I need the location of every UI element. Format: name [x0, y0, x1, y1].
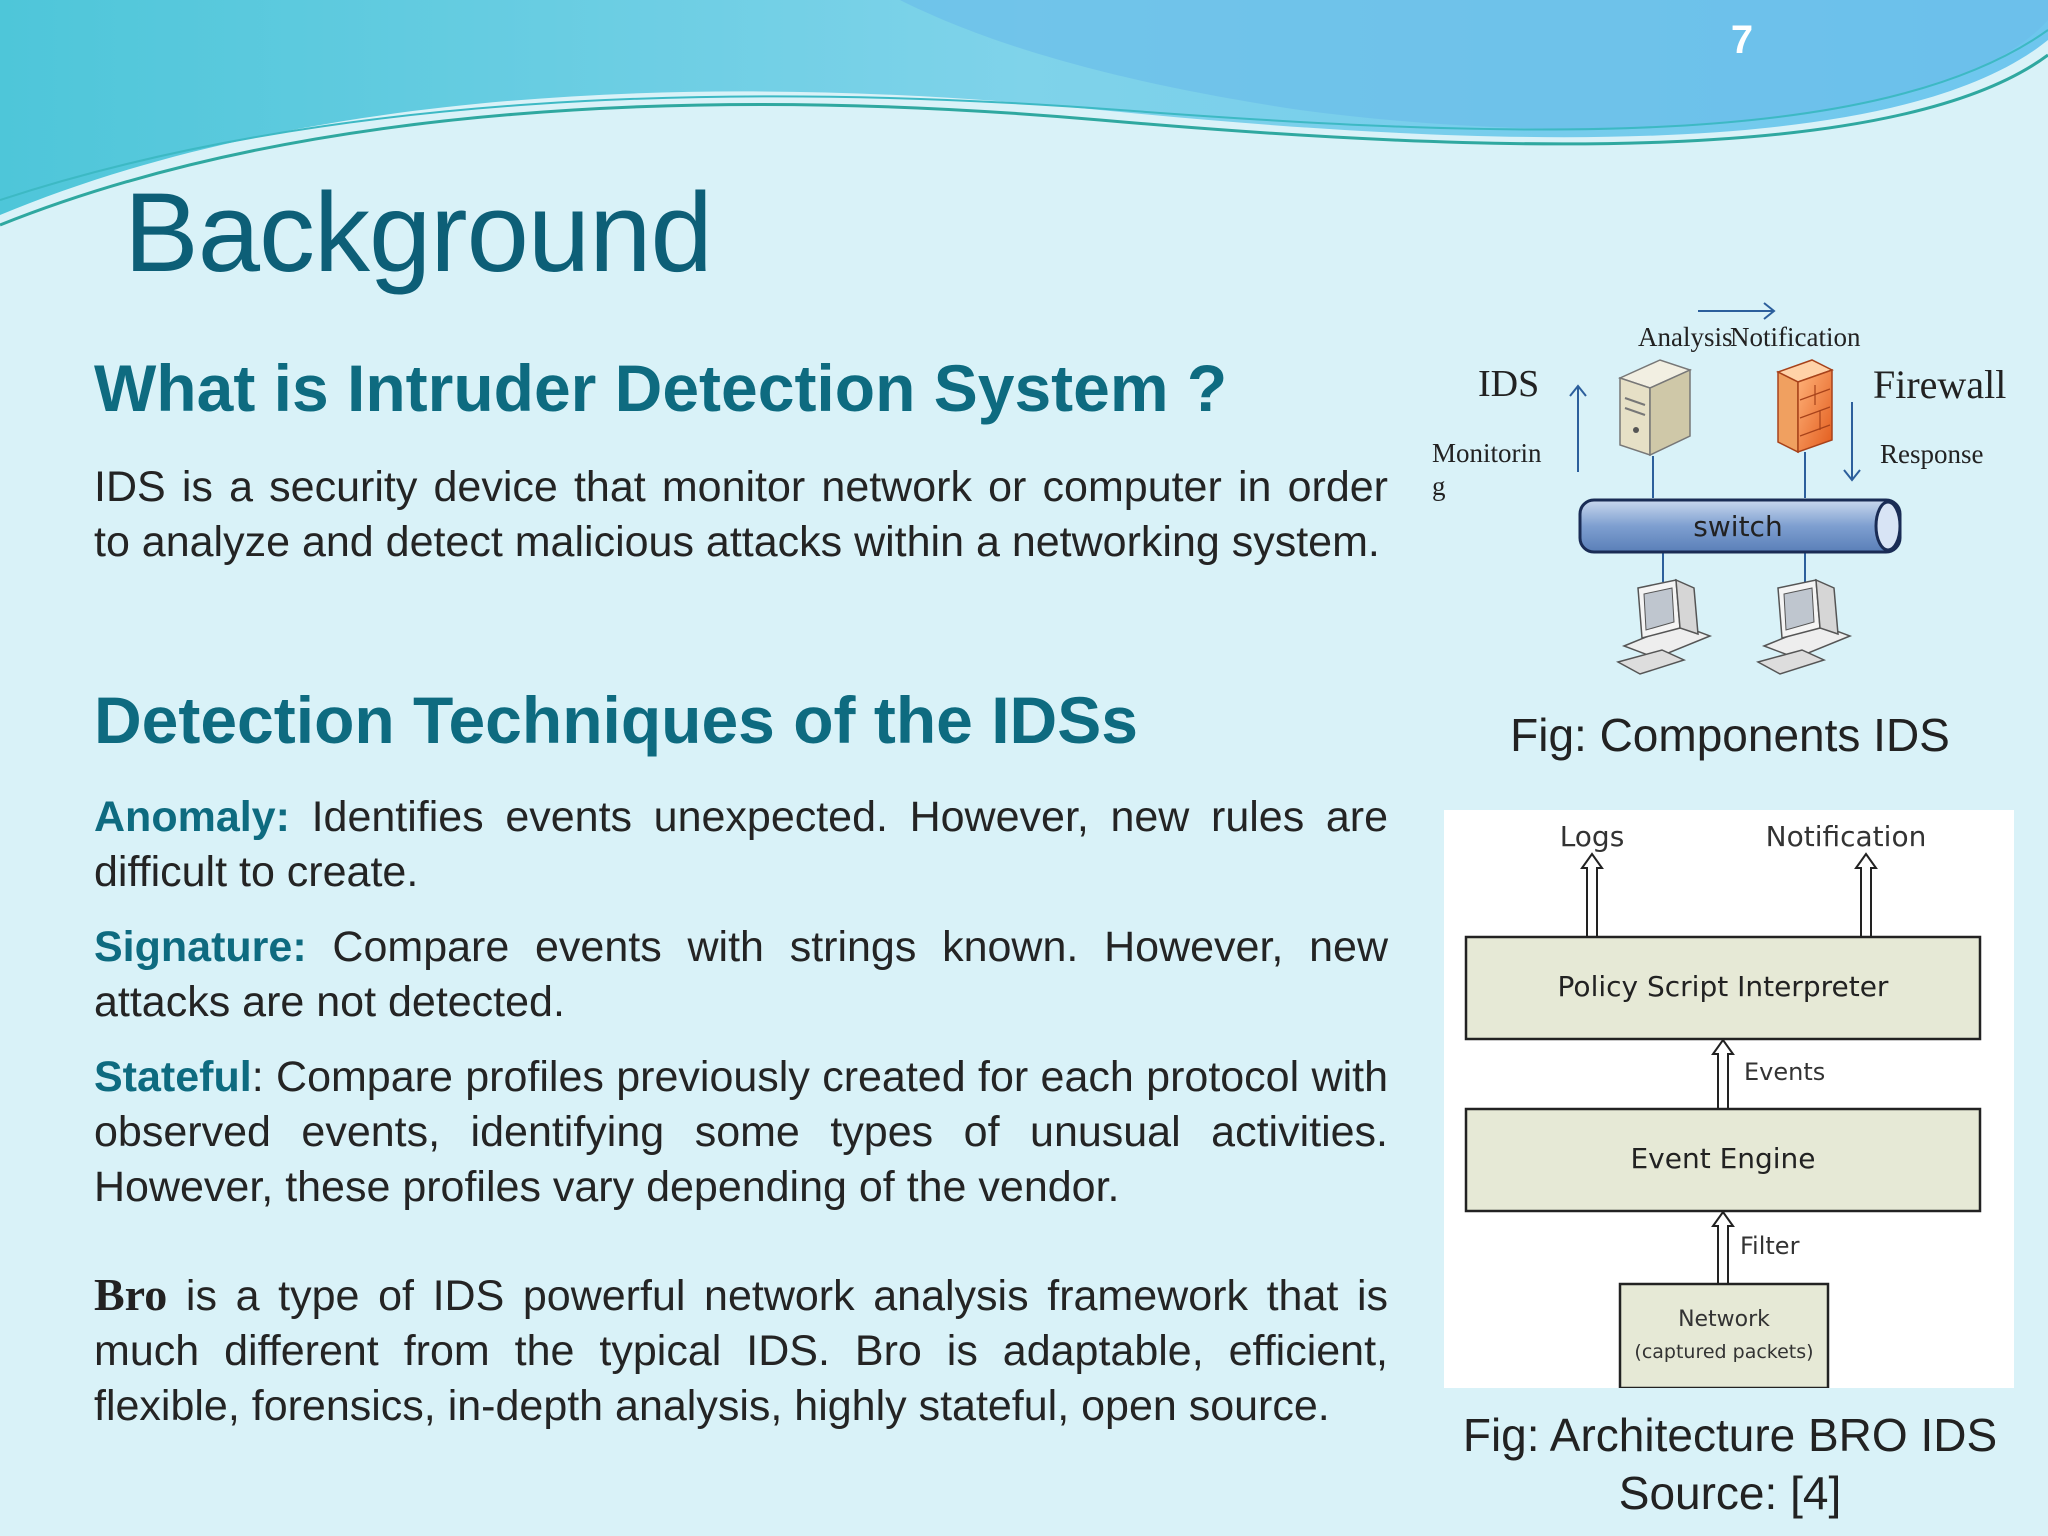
bro-architecture-diagram: Logs Notification Policy Script Interpre… [1444, 810, 2014, 1388]
label-response: Response [1880, 439, 1984, 469]
arrow-up-icon [1569, 384, 1587, 472]
bro-text: is a type of IDS powerful network analys… [94, 1272, 1388, 1430]
label-firewall: Firewall [1873, 362, 2006, 407]
arrow-up-icon [1854, 852, 1878, 938]
computer-icon [1756, 578, 1853, 675]
term-separator: : [251, 1053, 264, 1101]
arrow-down-icon [1843, 402, 1861, 482]
label-event-engine: Event Engine [1630, 1142, 1815, 1175]
ids-definition-text: IDS is a security device that monitor ne… [94, 463, 1388, 566]
term-bro: Bro [94, 1269, 168, 1320]
term-stateful: Stateful [94, 1053, 252, 1101]
signature-description: Compare events with strings known. Howev… [94, 923, 1388, 1026]
term-separator: : [275, 793, 290, 841]
firewall-icon [1776, 359, 1834, 454]
term-signature: Signature [94, 923, 293, 971]
fig1-caption: Fig: Components IDS [1510, 709, 1950, 761]
section-heading-techniques: Detection Techniques of the IDSs [94, 683, 1138, 757]
term-separator: : [292, 923, 307, 971]
bro-description: Bro is a type of IDS powerful network an… [94, 1267, 1388, 1434]
arrow-right-icon [1698, 302, 1776, 320]
stateful-description: Compare profiles previously created for … [94, 1053, 1388, 1211]
server-icon [1617, 359, 1693, 457]
arrow-up-icon [1580, 852, 1604, 938]
header-wave-decoration [0, 0, 2048, 227]
arrow-up-icon [1711, 1210, 1735, 1285]
fig2-caption: Fig: Architecture BRO IDS [1462, 1409, 1998, 1461]
label-events: Events [1744, 1058, 1825, 1086]
label-ids: IDS [1478, 363, 1539, 405]
technique-anomaly: Anomaly: Identifies events unexpected. H… [94, 790, 1388, 900]
arrow-up-icon [1711, 1038, 1735, 1110]
anomaly-description: Identifies events unexpected. However, n… [94, 793, 1388, 896]
slide-title: Background [124, 170, 713, 295]
label-switch: switch [1693, 510, 1782, 543]
computer-icon [1616, 578, 1713, 675]
label-captured-packets: (captured packets) [1634, 1341, 1813, 1363]
technique-stateful: Stateful: Compare profiles previously cr… [94, 1050, 1388, 1215]
section-heading-ids: What is Intruder Detection System ? [94, 351, 1228, 425]
slide-number: 7 [1730, 18, 1754, 62]
ids-components-diagram: Analysis Notification IDS Firewall Monit… [1432, 302, 2006, 675]
network-box [1618, 1282, 1830, 1388]
label-notification: Notification [1730, 322, 1861, 352]
label-policy-script-interpreter: Policy Script Interpreter [1558, 970, 1889, 1003]
term-anomaly: Anomaly [94, 793, 276, 841]
fig2-source: Source: [4] [1618, 1467, 1842, 1519]
label-analysis: Analysis [1638, 322, 1733, 352]
label-monitoring: Monitorin [1432, 438, 1542, 468]
label-filter: Filter [1740, 1232, 1800, 1260]
label-monitoring-wrap: g [1432, 471, 1446, 501]
event-engine-box [1464, 1107, 1982, 1213]
technique-signature: Signature: Compare events with strings k… [94, 920, 1388, 1030]
label-network: Network [1678, 1307, 1770, 1332]
switch-pipe [1578, 498, 1902, 554]
label-notification-out: Notification [1766, 820, 1927, 853]
label-logs: Logs [1560, 820, 1625, 853]
